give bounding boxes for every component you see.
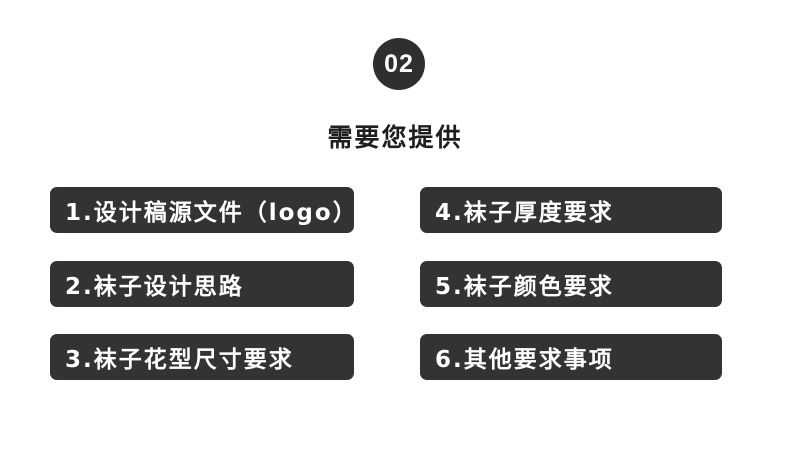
requirement-item-design-idea: 2.袜子设计思路	[50, 261, 354, 307]
requirement-item-color: 5.袜子颜色要求	[420, 261, 722, 307]
requirement-item-thickness: 4.袜子厚度要求	[420, 187, 722, 233]
requirement-item-other: 6.其他要求事项	[420, 334, 722, 380]
step-number-badge: 02	[373, 38, 425, 90]
requirement-item-pattern-size: 3.袜子花型尺寸要求	[50, 334, 354, 380]
requirement-item-design-source: 1.设计稿源文件（logo）	[50, 187, 356, 233]
section-title: 需要您提供	[327, 123, 463, 152]
